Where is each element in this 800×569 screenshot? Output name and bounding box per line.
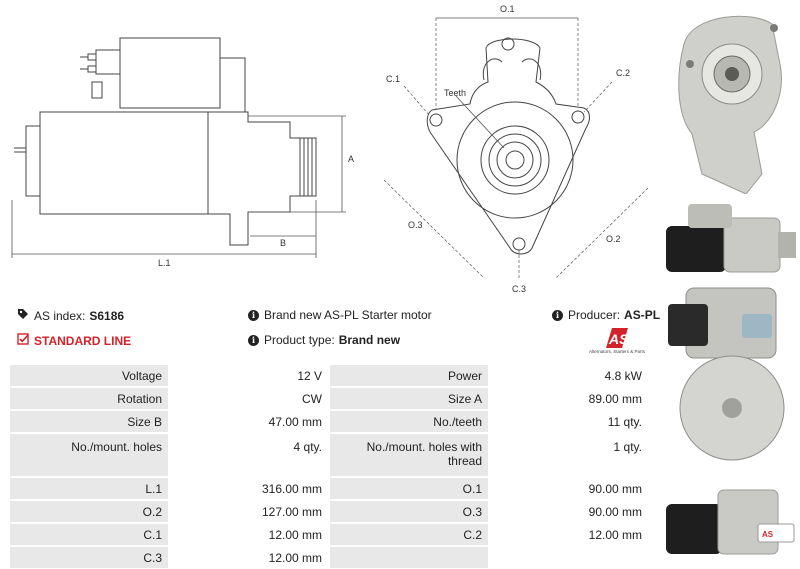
producer: i Producer: AS-PL	[552, 308, 660, 322]
dim-label-c3: C.3	[512, 284, 526, 294]
spec-label: C.1	[8, 522, 170, 547]
spec-label	[328, 545, 490, 569]
product-line-value: STANDARD LINE	[34, 333, 132, 348]
spec-label: L.1	[8, 476, 170, 501]
spec-value: 12.00 mm	[168, 522, 330, 547]
product-type: i Product type: Brand new	[248, 333, 400, 347]
spec-value: 4 qty.	[168, 432, 330, 478]
producer-label: Producer:	[568, 308, 621, 322]
spec-label: Size B	[8, 409, 170, 434]
photo-angled-view: AS	[666, 489, 795, 555]
spec-label: Rotation	[8, 386, 170, 411]
as-index: AS index: S6186	[16, 308, 124, 323]
spec-value: CW	[168, 386, 330, 411]
spec-value: 316.00 mm	[168, 476, 330, 501]
checkbox-checked-icon	[16, 333, 29, 348]
table-row: C.3 12.00 mm	[8, 545, 650, 569]
spec-table: Voltage 12 V Power 4.8 kW Rotation CW Si…	[8, 363, 650, 569]
info-icon: i	[552, 309, 563, 321]
flange-outline	[426, 38, 590, 255]
product-photos: AS	[662, 0, 800, 569]
spec-label: Voltage	[8, 363, 170, 388]
photo-rear-view	[668, 287, 785, 461]
logo-text: AS	[608, 331, 629, 347]
dim-label-o3: O.3	[408, 220, 423, 230]
product-description: i Brand new AS-PL Starter motor	[248, 308, 432, 322]
table-row: Size B 47.00 mm No./teeth 11 qty.	[8, 409, 650, 434]
logo-mark: AS	[606, 328, 629, 348]
spec-value: 89.00 mm	[488, 386, 650, 411]
spec-label: O.2	[8, 499, 170, 524]
spec-label: No./teeth	[328, 409, 490, 434]
product-info: AS index: S6186 STANDARD LINE i Brand ne…	[12, 306, 660, 356]
product-type-label: Product type:	[264, 333, 335, 347]
spec-label: C.2	[328, 522, 490, 547]
spec-value: 12.00 mm	[488, 522, 650, 547]
photo-front-view	[678, 15, 782, 194]
dim-label-c2: C.2	[616, 68, 630, 78]
table-row: O.2 127.00 mm O.3 90.00 mm	[8, 499, 650, 524]
table-row: No./mount. holes 4 qty. No./mount. holes…	[8, 432, 650, 478]
product-line: STANDARD LINE	[16, 333, 131, 348]
as-index-value: S6186	[89, 308, 125, 323]
dim-label-b: B	[280, 238, 286, 248]
dim-label-a: A	[348, 154, 354, 164]
spec-label: Power	[328, 363, 490, 388]
info-icon: i	[248, 334, 259, 346]
table-row: Voltage 12 V Power 4.8 kW	[8, 363, 650, 388]
spec-value: 11 qty.	[488, 409, 650, 434]
technical-drawing: A B L.1	[0, 0, 660, 300]
spec-value: 47.00 mm	[168, 409, 330, 434]
product-description-text: Brand new AS-PL Starter motor	[264, 308, 432, 322]
dim-label-o2: O.2	[606, 234, 621, 244]
spec-label: Size A	[328, 386, 490, 411]
photo-label-as: AS	[762, 530, 774, 539]
spec-label: No./mount. holes	[8, 432, 170, 478]
spec-value: 90.00 mm	[488, 499, 650, 524]
dim-label-teeth: Teeth	[444, 88, 466, 98]
photo-side-view	[666, 204, 796, 273]
starter-drawing-svg: A B L.1	[11, 4, 649, 294]
dim-label-c1: C.1	[386, 74, 400, 84]
spec-value: 12 V	[168, 363, 330, 388]
as-pl-logo: AS Alternators, Starters & Parts	[582, 326, 652, 358]
producer-value: AS-PL	[624, 308, 661, 322]
spec-value: 1 qty.	[488, 432, 650, 478]
spec-label: C.3	[8, 545, 170, 569]
spec-value: 4.8 kW	[488, 363, 650, 388]
as-index-label: AS index:	[34, 308, 86, 323]
logo-slogan: Alternators, Starters & Parts	[588, 349, 646, 354]
spec-value	[488, 545, 650, 569]
motor-body-outline	[39, 111, 209, 215]
dim-label-l1: L.1	[158, 258, 171, 268]
table-row: C.1 12.00 mm C.2 12.00 mm	[8, 522, 650, 547]
table-row: L.1 316.00 mm O.1 90.00 mm	[8, 476, 650, 501]
spec-label: O.3	[328, 499, 490, 524]
spec-label: No./mount. holes with thread	[328, 432, 490, 478]
info-icon: i	[248, 309, 259, 321]
table-row: Rotation CW Size A 89.00 mm	[8, 386, 650, 411]
spec-label: O.1	[328, 476, 490, 501]
spec-value: 12.00 mm	[168, 545, 330, 569]
spec-value: 90.00 mm	[488, 476, 650, 501]
spec-value: 127.00 mm	[168, 499, 330, 524]
product-type-value: Brand new	[338, 333, 401, 347]
solenoid-outline	[119, 37, 221, 109]
dim-label-o1: O.1	[500, 4, 515, 14]
tag-icon	[16, 308, 29, 323]
